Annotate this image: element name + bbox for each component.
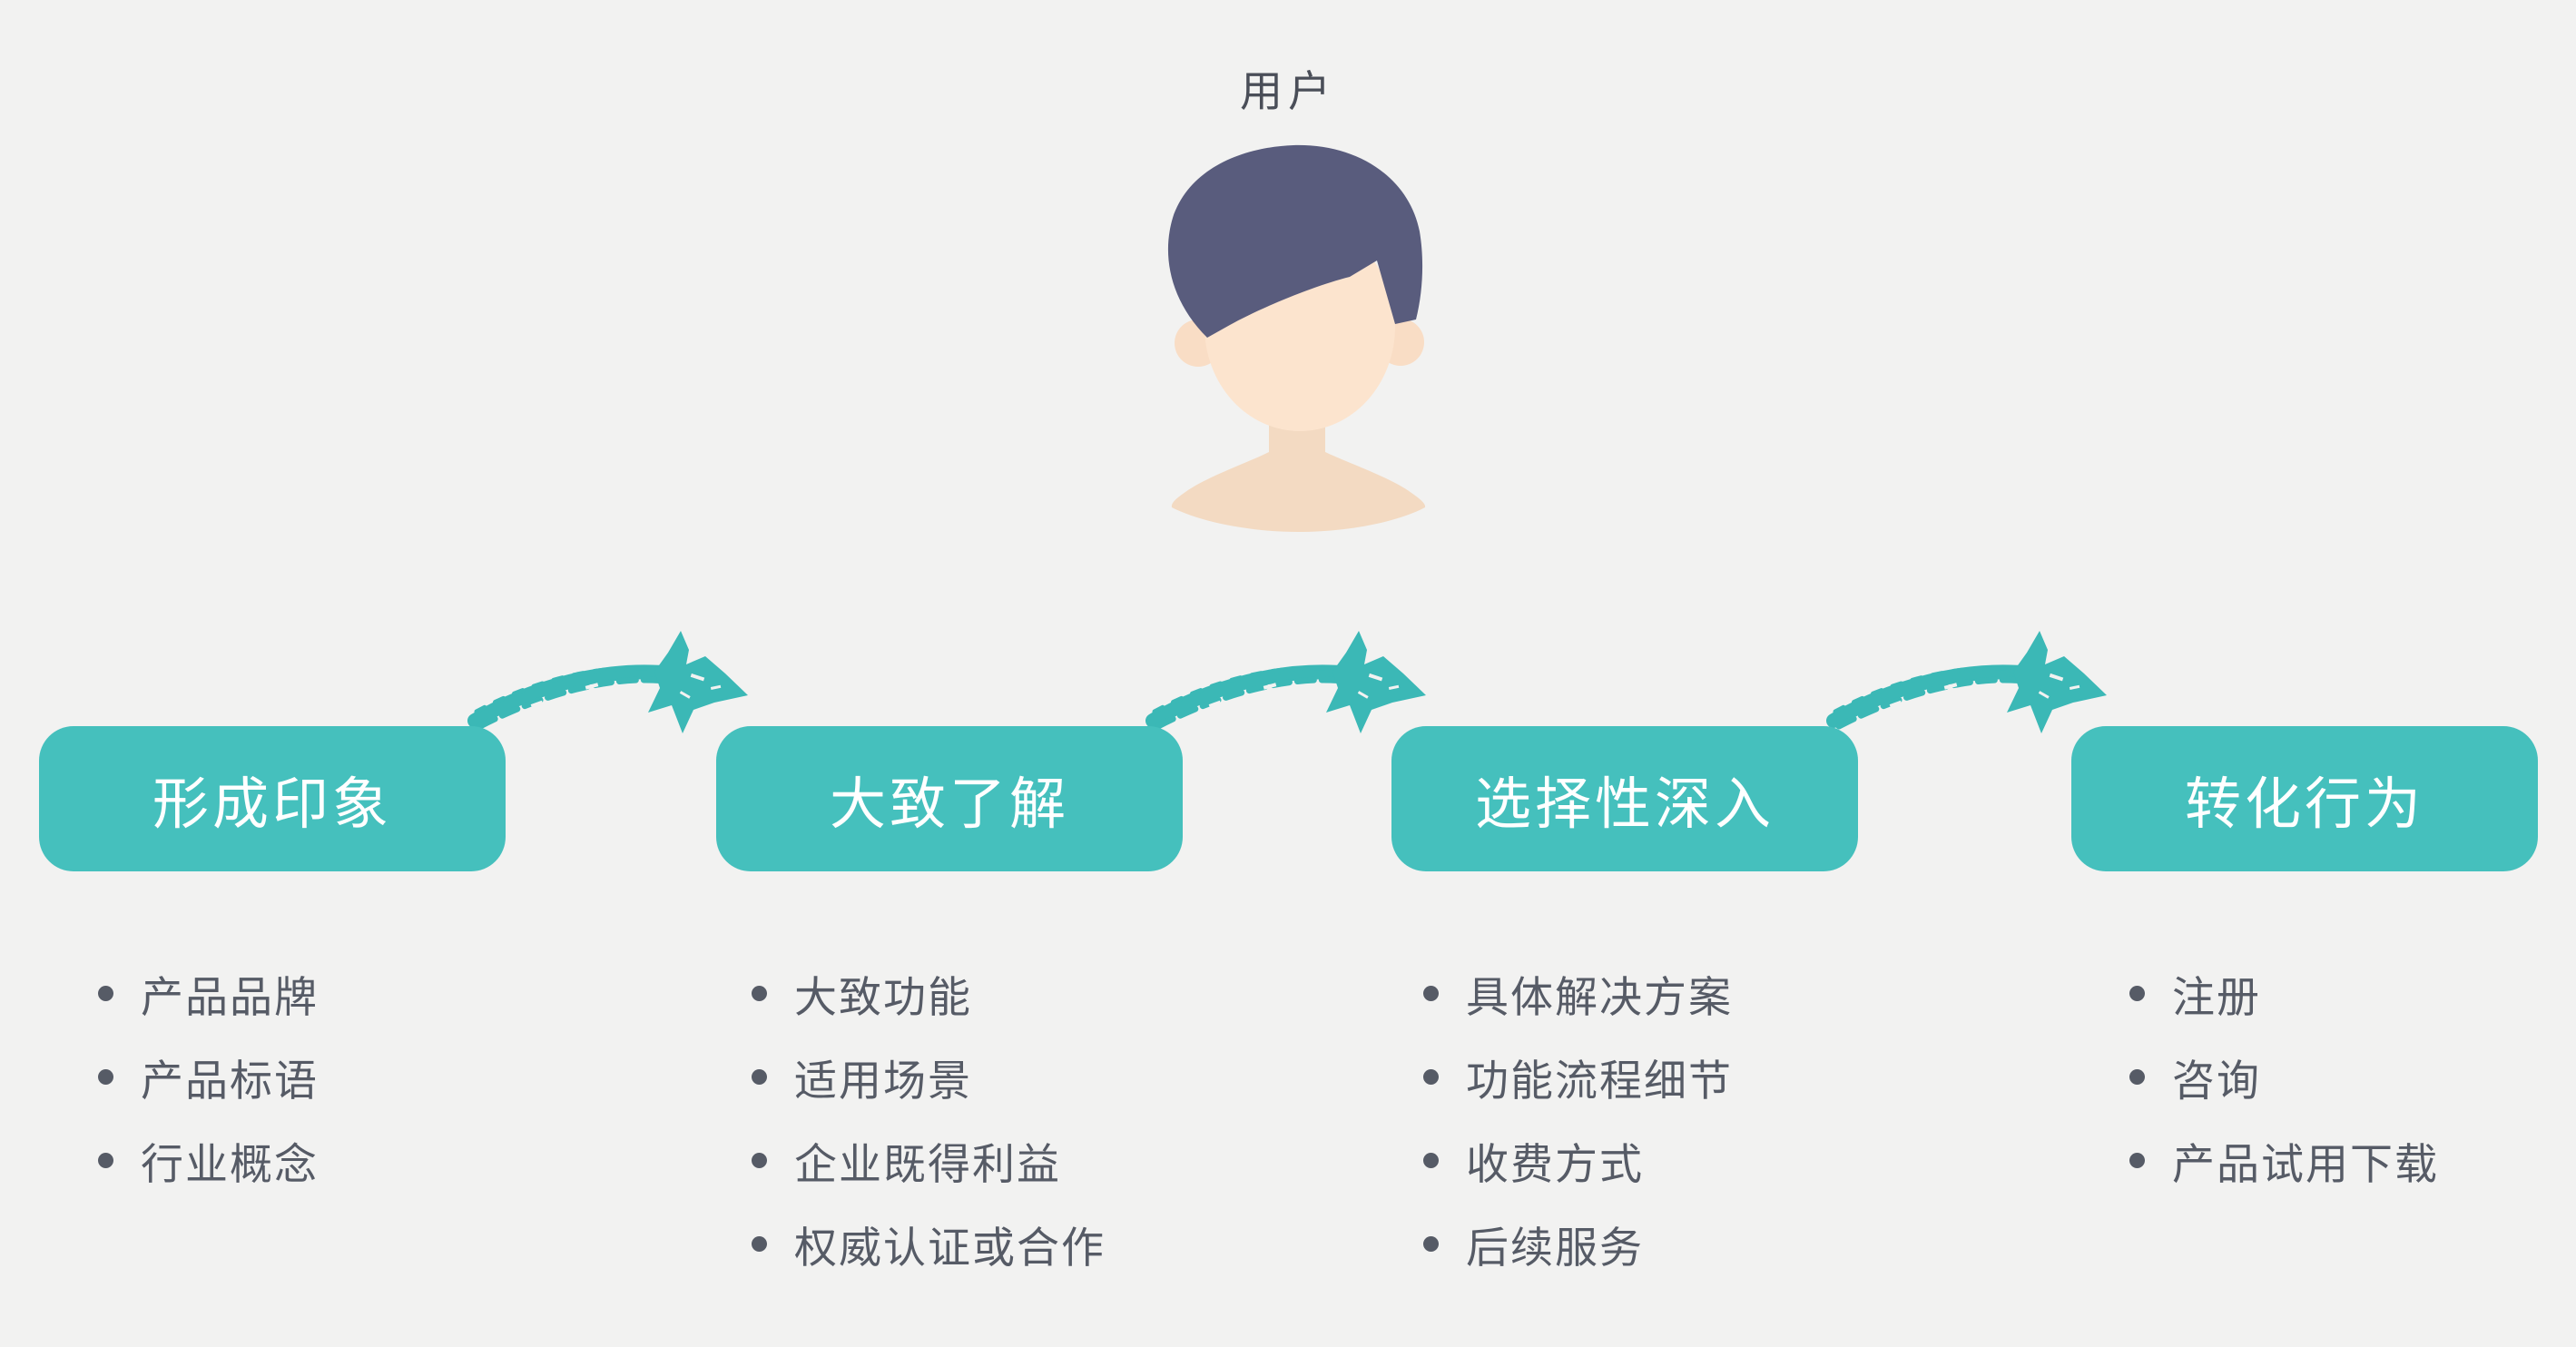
flow-arrow-2-icon <box>1145 631 1426 733</box>
diagram-title: 用户 <box>1240 67 1336 115</box>
list-item: 产品试用下载 <box>2129 1118 2439 1202</box>
bullet-icon <box>752 1235 767 1252</box>
list-item: 后续服务 <box>1423 1202 1733 1285</box>
list-item: 咨询 <box>2129 1035 2439 1118</box>
stage-box: 大致了解 <box>716 726 1183 871</box>
stage-selective-deep-dive: 选择性深入 具体解决方案 功能流程细节 收费方式 后续服务 <box>1391 726 1858 1272</box>
list-item: 适用场景 <box>752 1035 1106 1118</box>
bullet-icon <box>752 1068 767 1085</box>
list-item: 产品标语 <box>98 1035 319 1118</box>
bullet-icon <box>1423 985 1439 1001</box>
list-item-label: 后续服务 <box>1466 1223 1644 1272</box>
stage-list: 注册 咨询 产品试用下载 <box>2129 951 2439 1202</box>
bullet-icon <box>752 1152 767 1168</box>
bullet-icon <box>2129 1068 2145 1085</box>
stage-box: 形成印象 <box>39 726 506 871</box>
list-item-label: 适用场景 <box>794 1056 972 1105</box>
stage-form-impression: 形成印象 产品品牌 产品标语 行业概念 <box>39 726 506 1188</box>
flow-arrow-1-icon <box>467 631 748 733</box>
stage-box: 转化行为 <box>2071 726 2538 871</box>
list-item-label: 产品品牌 <box>141 972 319 1021</box>
list-item-label: 行业概念 <box>141 1139 319 1188</box>
stage-label: 形成印象 <box>152 773 392 836</box>
list-item-label: 咨询 <box>2172 1056 2261 1105</box>
stage-general-understanding: 大致了解 大致功能 适用场景 企业既得利益 权威认证或合作 <box>716 726 1183 1272</box>
list-item: 功能流程细节 <box>1423 1035 1733 1118</box>
stage-list: 具体解决方案 功能流程细节 收费方式 后续服务 <box>1423 951 1733 1285</box>
stage-list: 产品品牌 产品标语 行业概念 <box>98 951 319 1202</box>
flow-arrow-3-icon <box>1826 631 2107 733</box>
list-item-label: 收费方式 <box>1466 1139 1644 1188</box>
list-item: 大致功能 <box>752 951 1106 1035</box>
bullet-icon <box>1423 1235 1439 1252</box>
avatar-body <box>1171 390 1426 532</box>
stage-box: 选择性深入 <box>1391 726 1858 871</box>
stage-list: 大致功能 适用场景 企业既得利益 权威认证或合作 <box>752 951 1106 1285</box>
list-item-label: 产品试用下载 <box>2172 1139 2439 1188</box>
user-avatar-icon <box>1167 144 1426 532</box>
bullet-icon <box>98 1068 113 1085</box>
list-item-label: 权威认证或合作 <box>794 1223 1106 1272</box>
bullet-icon <box>752 985 767 1001</box>
bullet-icon <box>2129 1152 2145 1168</box>
list-item-label: 企业既得利益 <box>794 1139 1061 1188</box>
list-item: 注册 <box>2129 951 2439 1035</box>
list-item: 企业既得利益 <box>752 1118 1106 1202</box>
stage-label: 大致了解 <box>829 773 1069 836</box>
list-item-label: 产品标语 <box>141 1056 319 1105</box>
list-item-label: 具体解决方案 <box>1466 972 1733 1021</box>
list-item-label: 大致功能 <box>794 972 972 1021</box>
list-item: 收费方式 <box>1423 1118 1733 1202</box>
list-item: 产品品牌 <box>98 951 319 1035</box>
list-item: 权威认证或合作 <box>752 1202 1106 1285</box>
bullet-icon <box>98 1152 113 1168</box>
list-item-label: 注册 <box>2172 972 2261 1021</box>
list-item: 具体解决方案 <box>1423 951 1733 1035</box>
list-item-label: 功能流程细节 <box>1466 1056 1733 1105</box>
bullet-icon <box>2129 985 2145 1001</box>
stage-conversion-behavior: 转化行为 注册 咨询 产品试用下载 <box>2071 726 2538 1188</box>
stage-label: 转化行为 <box>2184 773 2424 836</box>
bullet-icon <box>1423 1068 1439 1085</box>
bullet-icon <box>1423 1152 1439 1168</box>
bullet-icon <box>98 985 113 1001</box>
stage-label: 选择性深入 <box>1474 773 1775 836</box>
list-item: 行业概念 <box>98 1118 319 1202</box>
avatar-hair <box>1167 144 1423 338</box>
